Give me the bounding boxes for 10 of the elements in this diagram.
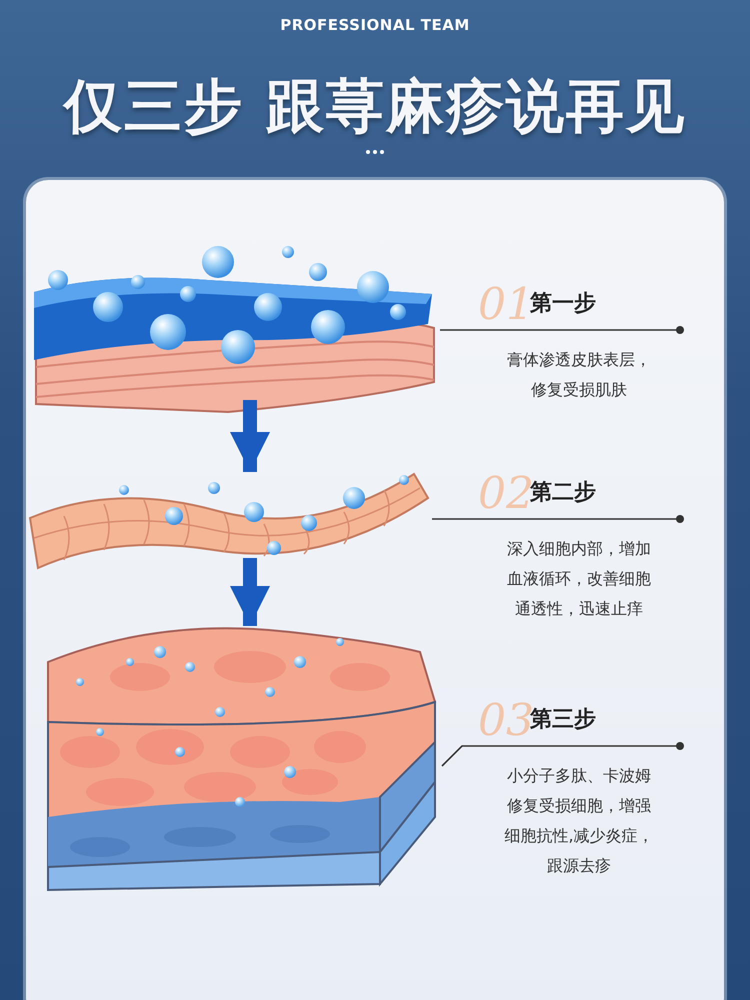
leader-line [440,326,684,334]
step-description: 膏体渗透皮肤表层，修复受损肌肤 [506,349,652,401]
step-description: 深入细胞内部，增加血液循环，改善细胞通透性，迅速止痒 [506,538,652,620]
arrow [230,400,270,472]
subtitle-text: PROFESSIONAL TEAM [279,16,471,34]
step-heading: 第三步 [530,707,596,732]
title: 仅三步 跟荨麻疹说再见 [62,71,688,142]
leader-line [441,742,684,767]
step-description: 小分子多肽、卡波姆修复受损细胞，增强细胞抗性,减少炎症，跟源去疹 [503,765,655,877]
leader-line [432,515,684,523]
